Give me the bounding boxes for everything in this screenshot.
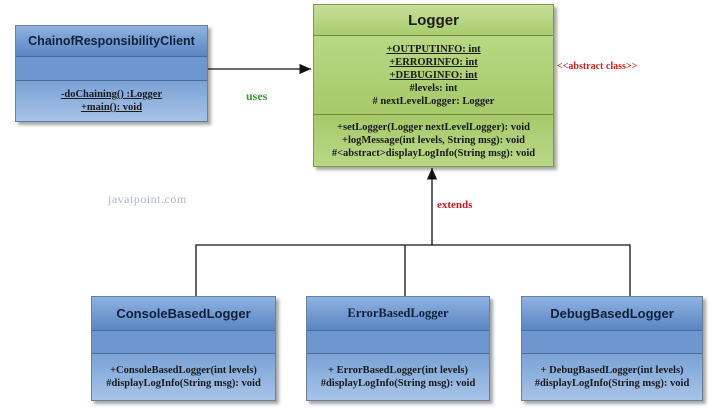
client-op-main: +main(): void bbox=[80, 102, 143, 113]
console-logger-operations: +ConsoleBasedLogger(int levels) #display… bbox=[92, 354, 275, 400]
client-attributes bbox=[16, 57, 207, 81]
uses-label: uses bbox=[246, 89, 268, 103]
console-logger-constructor: +ConsoleBasedLogger(int levels) bbox=[110, 365, 257, 376]
logger-attr-levels: #levels: int bbox=[409, 82, 458, 94]
debug-logger-displayloginfo: #displayLogInfo(String msg): void bbox=[534, 378, 690, 389]
error-logger-constructor: + ErrorBasedLogger(int levels) bbox=[328, 365, 468, 376]
logger-attr-errorinfo: +ERRORINFO: int bbox=[389, 56, 478, 68]
logger-op-setlogger: +setLogger(Logger nextLevelLogger): void bbox=[337, 122, 530, 133]
console-logger-attributes bbox=[92, 331, 275, 354]
logger-attr-nextlevellogger: # nextLevelLogger: Logger bbox=[372, 95, 495, 107]
logger-op-displayloginfo: #<abstract>displayLogInfo(String msg): v… bbox=[331, 148, 536, 159]
error-logger-attributes bbox=[307, 331, 489, 354]
error-logger-class[interactable]: ErrorBasedLogger + ErrorBasedLogger(int … bbox=[306, 296, 490, 401]
error-logger-displayloginfo: #displayLogInfo(String msg): void bbox=[320, 378, 476, 389]
logger-attributes: +OUTPUTINFO: int +ERRORINFO: int +DEBUGI… bbox=[314, 36, 553, 115]
client-op-dochaining: -doChaining() :Logger bbox=[60, 89, 163, 100]
logger-class[interactable]: Logger +OUTPUTINFO: int +ERRORINFO: int … bbox=[313, 4, 554, 167]
client-class-name: ChainofResponsibilityClient bbox=[16, 26, 207, 57]
console-logger-class[interactable]: ConsoleBasedLogger +ConsoleBasedLogger(i… bbox=[91, 296, 276, 401]
logger-class-name: Logger bbox=[314, 5, 553, 36]
logger-operations: +setLogger(Logger nextLevelLogger): void… bbox=[314, 115, 553, 166]
console-logger-class-name: ConsoleBasedLogger bbox=[92, 297, 275, 331]
logger-attr-outputinfo: +OUTPUTINFO: int bbox=[386, 43, 481, 55]
debug-logger-attributes bbox=[522, 331, 702, 354]
error-logger-class-name: ErrorBasedLogger bbox=[307, 297, 489, 331]
client-class[interactable]: ChainofResponsibilityClient -doChaining(… bbox=[15, 25, 208, 122]
logger-op-logmessage: +logMessage(int levels, String msg): voi… bbox=[341, 135, 525, 146]
abstract-class-note: <<abstract class>> bbox=[557, 61, 638, 72]
debug-logger-constructor: + DebugBasedLogger(int levels) bbox=[540, 365, 684, 376]
inheritance-branch-line bbox=[195, 244, 631, 296]
watermark: javatpoint.com bbox=[108, 192, 187, 206]
logger-attr-debuginfo: +DEBUGINFO: int bbox=[389, 69, 478, 81]
debug-logger-class-name: DebugBasedLogger bbox=[522, 297, 702, 331]
console-logger-displayloginfo: #displayLogInfo(String msg): void bbox=[106, 378, 261, 389]
debug-logger-class[interactable]: DebugBasedLogger + DebugBasedLogger(int … bbox=[521, 296, 703, 401]
error-logger-operations: + ErrorBasedLogger(int levels) #displayL… bbox=[307, 354, 489, 400]
debug-logger-operations: + DebugBasedLogger(int levels) #displayL… bbox=[522, 354, 702, 400]
extends-label: extends bbox=[437, 199, 473, 211]
client-operations: -doChaining() :Logger +main(): void bbox=[16, 81, 207, 121]
